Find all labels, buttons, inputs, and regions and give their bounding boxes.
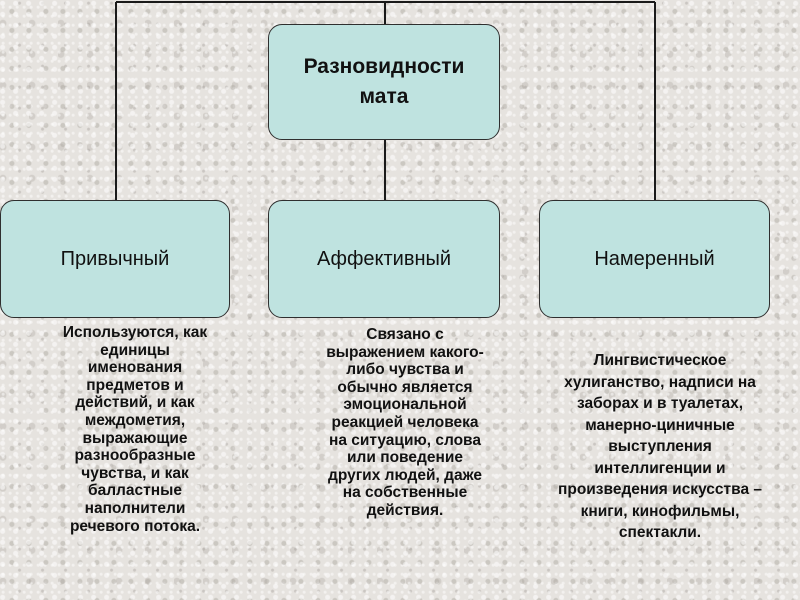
root-label: Разновидности мата [303, 55, 465, 108]
description-habitual: Используются, как единицы именования пре… [62, 324, 208, 535]
category-label-affective: Аффективный [316, 247, 452, 270]
category-node-affective: Аффективный [268, 200, 500, 318]
category-label-habitual: Привычный [60, 247, 170, 270]
category-label-intentional: Намеренный [594, 247, 715, 270]
root-node: Разновидности мата [268, 24, 500, 140]
description-affective: Связано с выражением какого- либо чувств… [326, 326, 484, 519]
description-intentional: Лингвистическое хулиганство, надписи на … [557, 352, 763, 541]
category-node-intentional: Намеренный [539, 200, 770, 318]
category-node-habitual: Привычный [0, 200, 230, 318]
